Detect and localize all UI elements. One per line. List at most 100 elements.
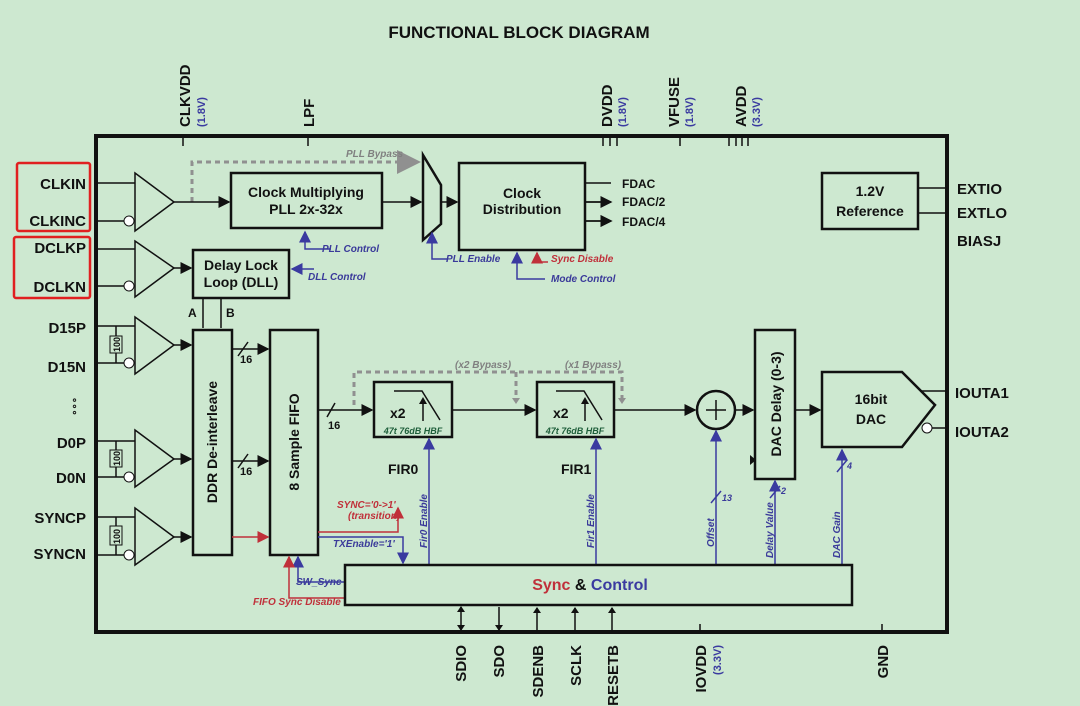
ddr-label: DDR De-interleave bbox=[204, 381, 220, 503]
pin-clkinc: CLKINC bbox=[29, 213, 86, 230]
clock-output-fdac-4: FDAC/4 bbox=[622, 215, 666, 229]
pin-extio: EXTIO bbox=[957, 181, 1002, 198]
bus-width-label: 16 bbox=[240, 466, 252, 478]
fir1-block: x2 47t 76dB HBF bbox=[535, 380, 616, 439]
x1-bypass-label: (x1 Bypass) bbox=[565, 360, 622, 371]
fifo-label: 8 Sample FIFO bbox=[286, 393, 302, 490]
pll-label: Clock Multiplying bbox=[248, 184, 364, 200]
clock-distribution-label: Clock bbox=[503, 185, 541, 201]
fir0-label: FIR0 bbox=[388, 461, 419, 477]
diagram-title: FUNCTIONAL BLOCK DIAGRAM bbox=[388, 23, 649, 42]
reference-label: 1.2V bbox=[856, 183, 885, 199]
pin-iouta2: IOUTA2 bbox=[955, 424, 1009, 441]
pin-avdd: AVDD bbox=[733, 85, 750, 127]
pin-sdenb: SDENB bbox=[530, 645, 547, 698]
pin-extlo: EXTLO bbox=[957, 205, 1007, 222]
pll-control-label: PLL Control bbox=[322, 244, 379, 255]
pin-iouta1: IOUTA1 bbox=[955, 385, 1009, 402]
mode-control-label: Mode Control bbox=[551, 274, 616, 285]
pin-dclkp: DCLKP bbox=[34, 240, 86, 257]
txenable-label: TXEnable='1' bbox=[333, 539, 395, 550]
pin-sdo: SDO bbox=[491, 645, 508, 678]
pin-vfuse: VFUSE bbox=[666, 77, 683, 127]
dac-label: 16bit bbox=[855, 391, 888, 407]
delay-value-label: Delay Value bbox=[765, 502, 776, 558]
fir1-gain: x2 bbox=[553, 405, 569, 421]
pin-avdd-voltage: (3.3V) bbox=[751, 97, 763, 127]
dll-block bbox=[191, 248, 291, 300]
sync-buffer bbox=[96, 506, 176, 567]
pin-d0p: D0P bbox=[57, 435, 86, 452]
pin-biasj: BIASJ bbox=[957, 233, 1001, 250]
pin-clkvdd: CLKVDD bbox=[177, 64, 194, 127]
fir0-enable-label: Fir0 Enable bbox=[419, 494, 430, 548]
dac-block bbox=[820, 370, 937, 449]
fir1-label: FIR1 bbox=[561, 461, 592, 477]
reference-block bbox=[820, 171, 920, 231]
highlight-clk-pins bbox=[15, 161, 92, 233]
ddr-deinterleave-block bbox=[191, 328, 234, 557]
resistor-label: 100 bbox=[112, 529, 122, 544]
bus-width-gain: 4 bbox=[846, 461, 852, 471]
dclk-buffer bbox=[134, 239, 176, 299]
bus-width-offset: 13 bbox=[722, 493, 732, 503]
pin-clkvdd-voltage: (1.8V) bbox=[196, 97, 208, 127]
sync-transition-label: SYNC='0->1' bbox=[337, 500, 396, 511]
pin-gnd: GND bbox=[875, 645, 892, 679]
clock-output-fdac: FDAC bbox=[622, 177, 656, 191]
fifo-block bbox=[268, 328, 320, 557]
dac-delay-block bbox=[753, 328, 797, 481]
x2-bypass-label: (x2 Bypass) bbox=[455, 360, 512, 371]
offset-label: Offset bbox=[706, 518, 717, 547]
dac-label: DAC bbox=[856, 411, 886, 427]
resistor-label: 100 bbox=[112, 451, 122, 466]
sync-control-block bbox=[343, 563, 854, 607]
fir-bypass-path bbox=[352, 370, 624, 405]
dac-delay-label: DAC Delay (0-3) bbox=[768, 351, 784, 456]
pin-sclk: SCLK bbox=[568, 645, 585, 686]
clk-buffer bbox=[134, 171, 176, 233]
pin-vfuse-voltage: (1.8V) bbox=[684, 97, 696, 127]
sync-control-label: Sync & Control bbox=[532, 577, 648, 594]
left-pins: CLKIN CLKINC DCLKP DCLKN D15P D15N ∘∘∘ D… bbox=[29, 176, 86, 563]
fifo-sync-disable-label: FIFO Sync Disable bbox=[253, 597, 341, 608]
pin-resetb: RESETB bbox=[605, 645, 622, 706]
pin-dclkn: DCLKN bbox=[34, 279, 87, 296]
pin-syncn: SYNCN bbox=[33, 546, 86, 563]
fir0-gain: x2 bbox=[390, 405, 406, 421]
pin-lpf: LPF bbox=[301, 99, 318, 127]
resistor-label: 100 bbox=[112, 337, 122, 352]
pin-iovdd-voltage: (3.3V) bbox=[712, 645, 724, 675]
clock-distribution-label: Distribution bbox=[483, 201, 562, 217]
bus-width-delay: 2 bbox=[780, 486, 786, 496]
pin-d15n: D15N bbox=[48, 359, 86, 376]
dll-control-label: DLL Control bbox=[308, 272, 366, 283]
dll-output-a-label: A bbox=[188, 306, 197, 320]
pin-ellipsis: ∘∘∘ bbox=[70, 397, 81, 416]
sync-transition-label: (transition) bbox=[348, 511, 401, 522]
input-buffers: 100 100 100 bbox=[96, 171, 176, 567]
pin-dvdd: DVDD bbox=[599, 84, 616, 127]
pin-syncp: SYNCP bbox=[34, 510, 86, 527]
clock-distribution-block bbox=[457, 161, 587, 252]
adder-icon bbox=[695, 389, 737, 431]
fir1-spec: 47t 76dB HBF bbox=[545, 426, 605, 436]
pin-sdio: SDIO bbox=[453, 645, 470, 682]
dll-label: Delay Lock bbox=[204, 257, 278, 273]
dll-label: Loop (DLL) bbox=[204, 274, 279, 290]
pll-bypass-label: PLL Bypass bbox=[346, 149, 403, 160]
dac-gain-label: DAC Gain bbox=[832, 511, 843, 558]
pll-enable-label: PLL Enable bbox=[446, 254, 501, 265]
d0-buffer bbox=[96, 428, 176, 489]
dll-output-b-label: B bbox=[226, 306, 235, 320]
fir1-enable-label: Fir1 Enable bbox=[586, 494, 597, 548]
highlight-dclk-pins bbox=[12, 235, 92, 300]
pll-bypass-path bbox=[190, 150, 421, 202]
top-pins: CLKVDD (1.8V) LPF DVDD (1.8V) VFUSE (1.8… bbox=[177, 64, 763, 146]
sync-disable-label: Sync Disable bbox=[551, 254, 614, 265]
pll-block bbox=[229, 171, 384, 230]
clock-output-fdac-2: FDAC/2 bbox=[622, 195, 666, 209]
pll-mux bbox=[421, 150, 443, 243]
chip-outline bbox=[94, 134, 949, 634]
